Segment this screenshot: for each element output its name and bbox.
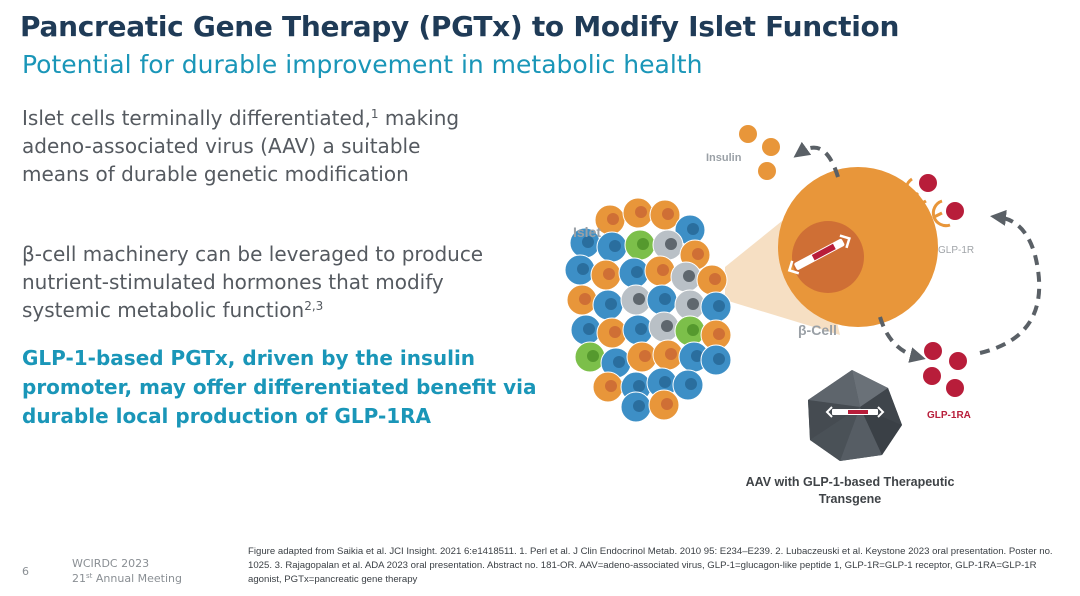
- islet-label: Islet: [573, 224, 602, 240]
- paragraph-islet-rest: making adeno-associated virus (AAV) a su…: [22, 106, 460, 186]
- beta-cell-icon: [778, 167, 964, 327]
- islet-cell-nucleus: [639, 350, 651, 362]
- citation-superscript: 1: [370, 107, 379, 121]
- key-message: GLP-1-based PGTx, driven by the insulin …: [22, 346, 537, 428]
- islet-cell-nucleus: [605, 380, 617, 392]
- islet-cell-nucleus: [609, 240, 621, 252]
- islet-cell-nucleus: [635, 323, 647, 335]
- glp1ra-label: GLP-1RA: [927, 410, 971, 421]
- islet-cell-nucleus: [692, 248, 704, 260]
- islet-cell-nucleus: [661, 398, 673, 410]
- islet-cell-nucleus: [582, 236, 594, 248]
- islet-cell-nucleus: [637, 238, 649, 250]
- islet-cell-nucleus: [685, 378, 697, 390]
- paragraph-beta-cell: β-cell machinery can be leveraged to pro…: [22, 240, 532, 324]
- islet-cell-nucleus: [687, 223, 699, 235]
- islet-cell-nucleus: [713, 353, 725, 365]
- islet-cell-nucleus: [613, 356, 625, 368]
- islet-cell-nucleus: [583, 323, 595, 335]
- meeting-edition: 21st Annual Meeting: [72, 571, 182, 586]
- islet-cell-nucleus: [603, 268, 615, 280]
- islet-cell-nucleus: [605, 298, 617, 310]
- islet-cell-nucleus: [657, 264, 669, 276]
- glp1ra-molecules-icon: [923, 342, 967, 397]
- glp1-receptor-icon: [904, 174, 937, 205]
- islet-cell-nucleus: [587, 350, 599, 362]
- islet-cell-nucleus: [687, 324, 699, 336]
- glp1ra-secretion-arrow: [878, 316, 926, 363]
- islet-cell-nucleus: [659, 293, 671, 305]
- aav-capsid-icon: [808, 370, 902, 461]
- islet-cell-nucleus: [709, 273, 721, 285]
- islet-cell-nucleus: [577, 263, 589, 275]
- insulin-secretion-arrow: [793, 141, 840, 178]
- glp1-receptor-icon: [931, 199, 964, 228]
- islet-cell-nucleus: [633, 380, 645, 392]
- paragraph-islet-cells: Islet cells terminally differentiated,1 …: [22, 104, 482, 188]
- islet-cell-nucleus: [687, 298, 699, 310]
- meeting-ordinal-suffix: st: [86, 572, 93, 580]
- meeting-edition-rest: Annual Meeting: [92, 572, 182, 585]
- islet-cell-nucleus: [607, 213, 619, 225]
- glp1r-label: GLP-1R: [938, 245, 975, 256]
- meeting-ordinal: 21: [72, 572, 86, 585]
- islet-cell-nucleus: [661, 320, 673, 332]
- islet-cell-nucleus: [662, 208, 674, 220]
- islet-cells: [564, 197, 732, 423]
- citation-superscript: 2,3: [304, 299, 324, 313]
- islet-cluster-icon: [564, 197, 732, 423]
- pgtx-diagram: Insulin Islet GLP-1R β-Cell GLP-1RA AAV …: [540, 95, 1080, 515]
- islet-cell-nucleus: [713, 328, 725, 340]
- slide-subtitle: Potential for durable improvement in met…: [22, 50, 703, 79]
- islet-cell-nucleus: [633, 293, 645, 305]
- meeting-name: WCIRDC 2023: [72, 557, 150, 570]
- meeting-info: WCIRDC 2023 21st Annual Meeting: [72, 556, 182, 586]
- slide-title: Pancreatic Gene Therapy (PGTx) to Modify…: [20, 10, 900, 43]
- aav-label: AAV with GLP-1-based Therapeutic Transge…: [745, 475, 955, 506]
- slide-number: 6: [22, 565, 29, 578]
- islet-cell-nucleus: [691, 350, 703, 362]
- islet-cell-nucleus: [713, 300, 725, 312]
- beta-cell-label: β-Cell: [798, 322, 837, 338]
- insulin-label: Insulin: [706, 152, 742, 164]
- diagram-artwork: [564, 125, 1042, 461]
- islet-cell-nucleus: [659, 376, 671, 388]
- islet-cell-nucleus: [665, 348, 677, 360]
- insulin-molecules-icon: [739, 125, 780, 180]
- islet-cell-nucleus: [609, 326, 621, 338]
- paragraph-beta-text: β-cell machinery can be leveraged to pro…: [22, 242, 484, 322]
- islet-cell-nucleus: [635, 206, 647, 218]
- islet-cell-nucleus: [631, 266, 643, 278]
- islet-cell-nucleus: [633, 400, 645, 412]
- islet-cell-nucleus: [665, 238, 677, 250]
- islet-cell-nucleus: [579, 293, 591, 305]
- islet-cell-nucleus: [683, 270, 695, 282]
- glp1ra-binding-arrow: [979, 209, 1042, 355]
- paragraph-islet-text: Islet cells terminally differentiated,: [22, 106, 371, 130]
- references-footnote: Figure adapted from Saikia et al. JCI In…: [248, 546, 1053, 585]
